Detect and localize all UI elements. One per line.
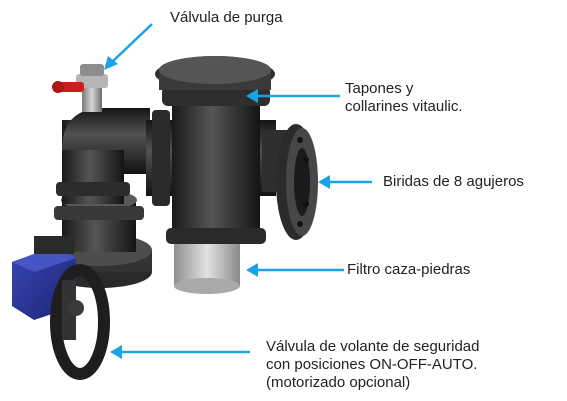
right-flange: [262, 124, 318, 240]
arrow-filter: [246, 263, 344, 277]
label-handwheel-line-1: Válvula de volante de seguridad: [266, 338, 480, 355]
stone-filter: [174, 244, 240, 294]
arrow-purge-valve: [104, 23, 153, 70]
arrow-caps: [246, 89, 340, 103]
arrow-handwheel: [110, 345, 250, 359]
label-handwheel-line-3: (motorizado opcional): [266, 374, 411, 391]
label-caps-line-2: collarines vitaulic.: [345, 98, 463, 115]
label-handwheel: Válvula de volante de seguridad con posi…: [266, 338, 480, 392]
label-filter: Filtro caza-piedras: [347, 261, 470, 279]
arrow-flanges: [318, 175, 372, 189]
label-flanges-line: Biridas de 8 agujeros: [383, 173, 524, 190]
lower-collar: [166, 228, 266, 244]
purge-valve: [52, 64, 108, 112]
label-caps-line-1: Tapones y: [345, 80, 414, 97]
label-purge-valve-line: Válvula de purga: [170, 9, 283, 26]
label-purge-valve: Válvula de purga: [170, 9, 283, 27]
label-caps: Tapones y collarines vitaulic.: [345, 80, 463, 116]
top-cap: [155, 56, 275, 106]
arrows: [104, 23, 372, 359]
cross-body: [146, 84, 276, 234]
label-filter-line: Filtro caza-piedras: [347, 261, 471, 278]
label-flanges: Biridas de 8 agujeros: [383, 173, 524, 191]
label-handwheel-line-2: con posiciones ON-OFF-AUTO.: [266, 356, 478, 373]
handwheel: [50, 264, 110, 380]
elbow-pipe: [62, 108, 150, 174]
